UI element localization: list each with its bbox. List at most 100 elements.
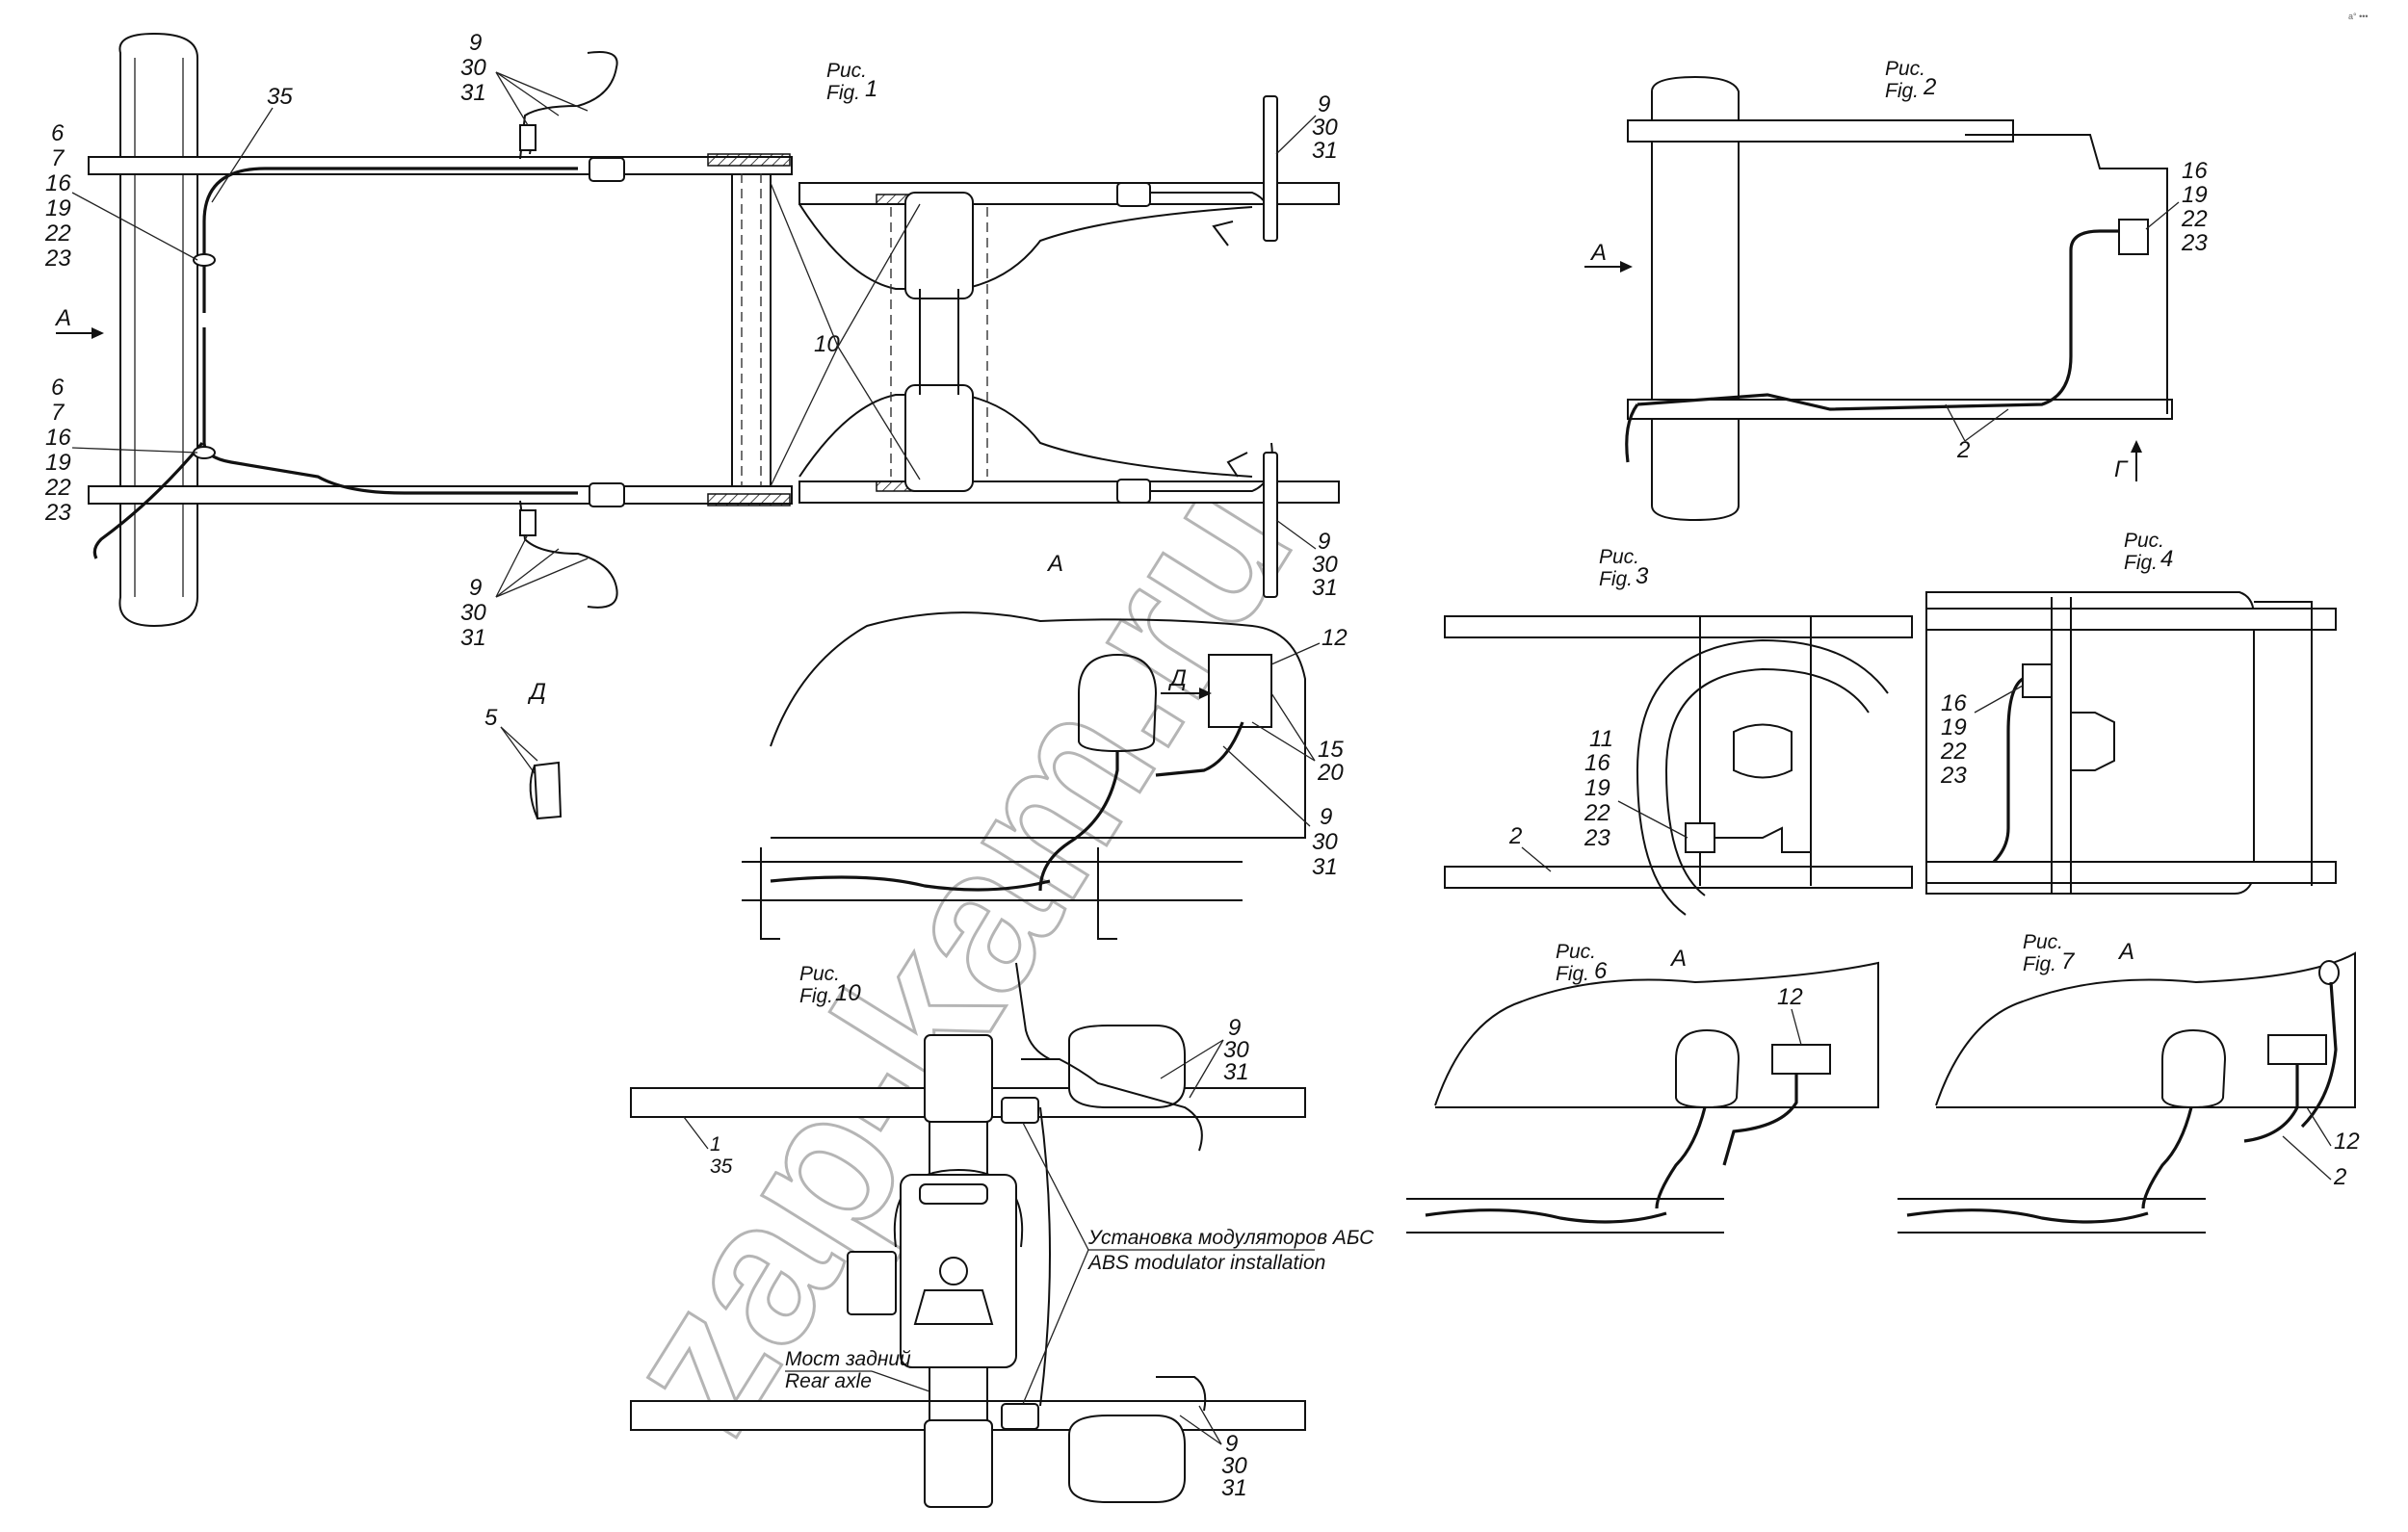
svg-text:A: A — [1046, 551, 1063, 577]
svg-text:19: 19 — [45, 195, 71, 221]
svg-text:31: 31 — [1312, 854, 1338, 880]
svg-text:15: 15 — [1318, 737, 1344, 763]
svg-text:2: 2 — [1923, 74, 1936, 100]
svg-text:16: 16 — [45, 170, 71, 196]
svg-text:7: 7 — [51, 400, 65, 426]
svg-text:9: 9 — [1228, 1015, 1241, 1041]
svg-text:3: 3 — [1636, 563, 1649, 589]
svg-text:7: 7 — [51, 145, 65, 171]
callout-group-left-bottom: 6 7 16 19 22 23 — [44, 375, 198, 526]
svg-text:9: 9 — [1320, 804, 1332, 830]
svg-text:35: 35 — [710, 1155, 733, 1178]
figure-10-rear-axle: Рис. Fig. 10 9 30 31 9 30 31 1 35 — [630, 962, 1374, 1508]
svg-text:22: 22 — [1584, 800, 1610, 826]
svg-text:Рис.: Рис. — [2124, 530, 2164, 552]
view-a-cab-harness: A Д 12 15 20 9 30 31 — [742, 551, 1348, 940]
svg-text:6: 6 — [51, 120, 65, 146]
harness-bottom — [202, 327, 578, 495]
svg-text:30: 30 — [1221, 1453, 1247, 1479]
callout-group-left-top: 6 7 16 19 22 23 — [44, 120, 198, 272]
svg-text:12: 12 — [1777, 984, 1803, 1010]
fig1-caption-en: Fig. — [826, 82, 860, 104]
rear-axle-housing-top — [904, 192, 974, 299]
svg-text:2: 2 — [1508, 823, 1522, 849]
svg-text:16: 16 — [2182, 158, 2208, 184]
svg-text:Fig.: Fig. — [799, 985, 833, 1007]
svg-text:9: 9 — [1318, 529, 1330, 555]
corner-mark: a° ••• — [2348, 12, 2369, 21]
svg-text:Рис.: Рис. — [1885, 58, 1925, 80]
svg-text:31: 31 — [1221, 1475, 1247, 1501]
svg-text:2: 2 — [1956, 437, 1970, 463]
svg-text:11: 11 — [1589, 726, 1613, 752]
svg-text:12: 12 — [2334, 1129, 2360, 1155]
fig1-caption-ru: Рис. — [826, 60, 867, 82]
svg-text:23: 23 — [44, 500, 71, 526]
view-d-connector: Д 5 — [484, 679, 563, 820]
figure-7: Рис. Fig. 7 A 12 2 — [1898, 931, 2360, 1233]
svg-text:1: 1 — [710, 1133, 721, 1155]
front-wheel — [118, 32, 198, 628]
view-arrow-a: A — [54, 305, 71, 331]
rear-axle-housing-bottom — [904, 384, 974, 492]
svg-text:22: 22 — [44, 221, 71, 247]
svg-text:4: 4 — [2160, 546, 2173, 572]
frame-rail-top — [88, 156, 793, 175]
figure-6: Рис. Fig. 6 A 12 — [1406, 941, 1879, 1233]
svg-text:23: 23 — [2181, 230, 2208, 256]
svg-text:22: 22 — [2181, 206, 2208, 232]
svg-text:22: 22 — [1940, 739, 1967, 765]
svg-text:30: 30 — [460, 55, 486, 81]
svg-text:6: 6 — [1594, 958, 1608, 984]
svg-text:19: 19 — [1941, 714, 1967, 740]
caption-abs-ru: Установка модуляторов АБС — [1087, 1227, 1374, 1249]
svg-text:30: 30 — [1312, 115, 1338, 141]
svg-text:19: 19 — [1584, 775, 1610, 801]
svg-text:12: 12 — [1322, 625, 1348, 651]
svg-text:Fig.: Fig. — [1556, 963, 1589, 985]
svg-text:A: A — [1589, 240, 1607, 266]
view-arrow-g: Г — [2114, 456, 2129, 482]
svg-text:31: 31 — [1312, 575, 1338, 601]
svg-text:Д: Д — [527, 679, 546, 705]
svg-text:23: 23 — [44, 246, 71, 272]
svg-text:7: 7 — [2061, 948, 2076, 974]
svg-text:19: 19 — [45, 450, 71, 476]
svg-text:Рис.: Рис. — [799, 963, 840, 985]
svg-text:20: 20 — [1317, 760, 1344, 786]
svg-text:Рис.: Рис. — [2023, 931, 2063, 953]
harness-top — [202, 167, 578, 313]
abs-modulator-bottom — [589, 482, 625, 507]
svg-text:31: 31 — [1312, 138, 1338, 164]
svg-text:19: 19 — [2182, 182, 2208, 208]
svg-text:A: A — [1669, 946, 1687, 972]
svg-text:9: 9 — [469, 575, 482, 601]
callout-9-30-31-right-top: 9 30 31 — [1275, 91, 1338, 164]
caption-axle-ru: Мост задний — [785, 1348, 911, 1370]
svg-text:9: 9 — [1318, 91, 1330, 117]
svg-text:30: 30 — [1312, 829, 1338, 855]
figure-2: Рис. Fig. 2 16 19 22 23 A 2 Г — [1584, 58, 2208, 522]
svg-text:9: 9 — [1225, 1431, 1238, 1457]
svg-text:31: 31 — [460, 625, 486, 651]
svg-text:10: 10 — [835, 980, 861, 1006]
svg-text:30: 30 — [1223, 1037, 1249, 1063]
svg-text:16: 16 — [1584, 750, 1610, 776]
svg-text:30: 30 — [460, 600, 486, 626]
svg-text:23: 23 — [1584, 825, 1610, 851]
figure-4: Рис. Fig. 4 16 19 22 23 — [1925, 530, 2337, 895]
svg-text:5: 5 — [484, 705, 498, 731]
svg-text:Fig.: Fig. — [1599, 568, 1633, 590]
svg-text:Fig.: Fig. — [2124, 552, 2158, 574]
callout-9-30-31-top: 9 30 31 — [460, 30, 589, 126]
callout-9-30-31-bottom: 9 30 31 — [460, 533, 589, 651]
callout-35: 35 — [267, 84, 293, 110]
svg-text:9: 9 — [469, 30, 482, 56]
svg-text:22: 22 — [44, 475, 71, 501]
svg-text:A: A — [2117, 939, 2134, 965]
svg-text:16: 16 — [1941, 690, 1967, 716]
abs-modulator-top — [589, 157, 625, 182]
caption-axle-en: Rear axle — [785, 1370, 872, 1392]
svg-text:31: 31 — [1223, 1059, 1249, 1085]
